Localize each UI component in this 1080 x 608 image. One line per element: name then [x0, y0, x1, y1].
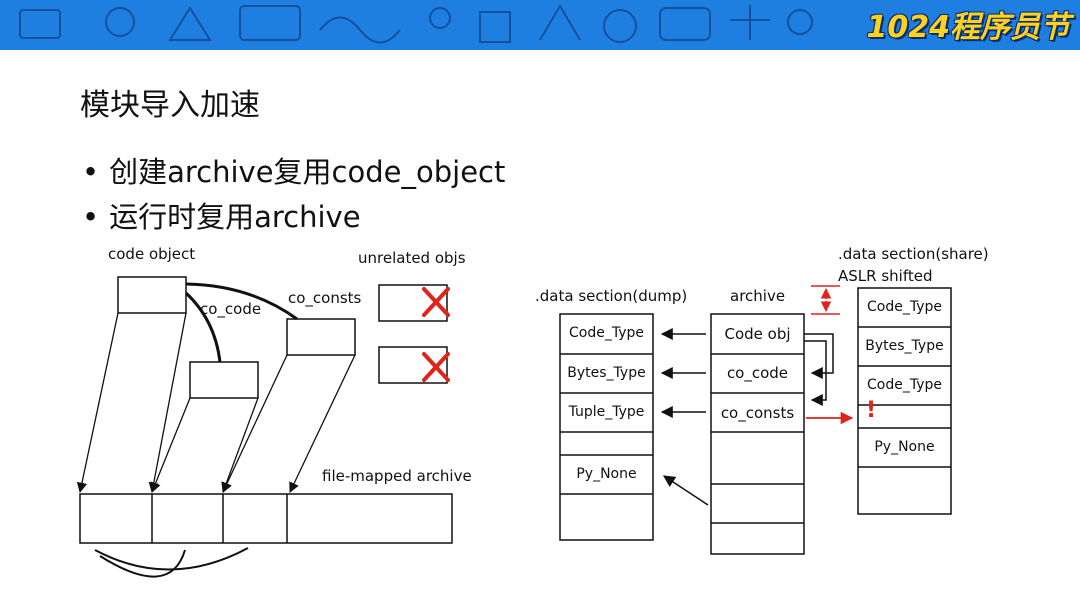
- map-arrow: [150, 397, 191, 493]
- internal-ref-arrow: [804, 340, 827, 406]
- dump-cell: Bytes_Type: [567, 365, 646, 381]
- slide-title: 模块导入加速: [80, 88, 260, 123]
- archive-cell: co_code: [726, 364, 789, 382]
- co-code-label: co_code: [200, 300, 262, 318]
- archive-cell: co_consts: [720, 404, 795, 422]
- co-code-box: [189, 361, 259, 399]
- unrelated-objs-label: unrelated objs: [358, 249, 466, 267]
- file-mapped-archive-label: file-mapped archive: [322, 467, 472, 485]
- unrelated-obj-box: [378, 284, 448, 322]
- code-object-box: [117, 276, 187, 314]
- file-mapped-archive: [79, 493, 453, 544]
- co-consts-box: [286, 318, 356, 356]
- share-cell: Code_Type: [867, 299, 942, 315]
- archive-ref-curve: [94, 547, 249, 571]
- archive-title: archive: [730, 287, 786, 305]
- dump-cell: Tuple_Type: [568, 404, 645, 420]
- warning-mark: !: [866, 398, 877, 423]
- dump-cell: Code_Type: [569, 325, 644, 341]
- archive-ref-curve: [99, 549, 186, 578]
- red-cross-icon: [422, 352, 450, 382]
- code-object-label: code object: [108, 245, 196, 263]
- banner-doodles: [0, 0, 1080, 50]
- co-code-ref-curve: [184, 291, 222, 363]
- map-arrow: [221, 397, 259, 493]
- none-ref-arrow: [662, 475, 709, 506]
- bullet-list: 创建archive复用code_object 运行时复用archive: [82, 150, 505, 240]
- dump-cell: Py_None: [576, 466, 637, 482]
- map-arrow: [289, 354, 356, 493]
- unrelated-obj-box: [378, 346, 448, 384]
- map-arrow: [148, 312, 187, 494]
- dump-section-title: .data section(dump): [535, 287, 688, 305]
- map-arrow: [222, 354, 288, 493]
- bullet-item: 创建archive复用code_object: [82, 150, 505, 195]
- share-cell: Py_None: [874, 439, 935, 455]
- top-banner: 1024程序员节: [0, 0, 1080, 50]
- archive-column: [710, 313, 805, 555]
- share-section-column: [857, 287, 952, 515]
- red-cross-icon: [422, 287, 450, 317]
- share-section-title: .data section(share): [838, 245, 989, 263]
- festival-logo-text: 1024程序员节: [866, 10, 1071, 45]
- aslr-subtitle: ASLR shifted: [838, 267, 933, 285]
- internal-ref-arrow: [804, 333, 834, 379]
- bullet-item: 运行时复用archive: [82, 195, 505, 240]
- share-cell: Bytes_Type: [865, 338, 944, 354]
- archive-cell: Code obj: [724, 325, 791, 343]
- dump-section-column: [559, 313, 654, 541]
- share-cell: Code_Type: [867, 377, 942, 393]
- co-consts-ref-curve: [185, 282, 298, 321]
- map-arrow: [76, 312, 119, 494]
- co-consts-label: co_consts: [288, 289, 362, 307]
